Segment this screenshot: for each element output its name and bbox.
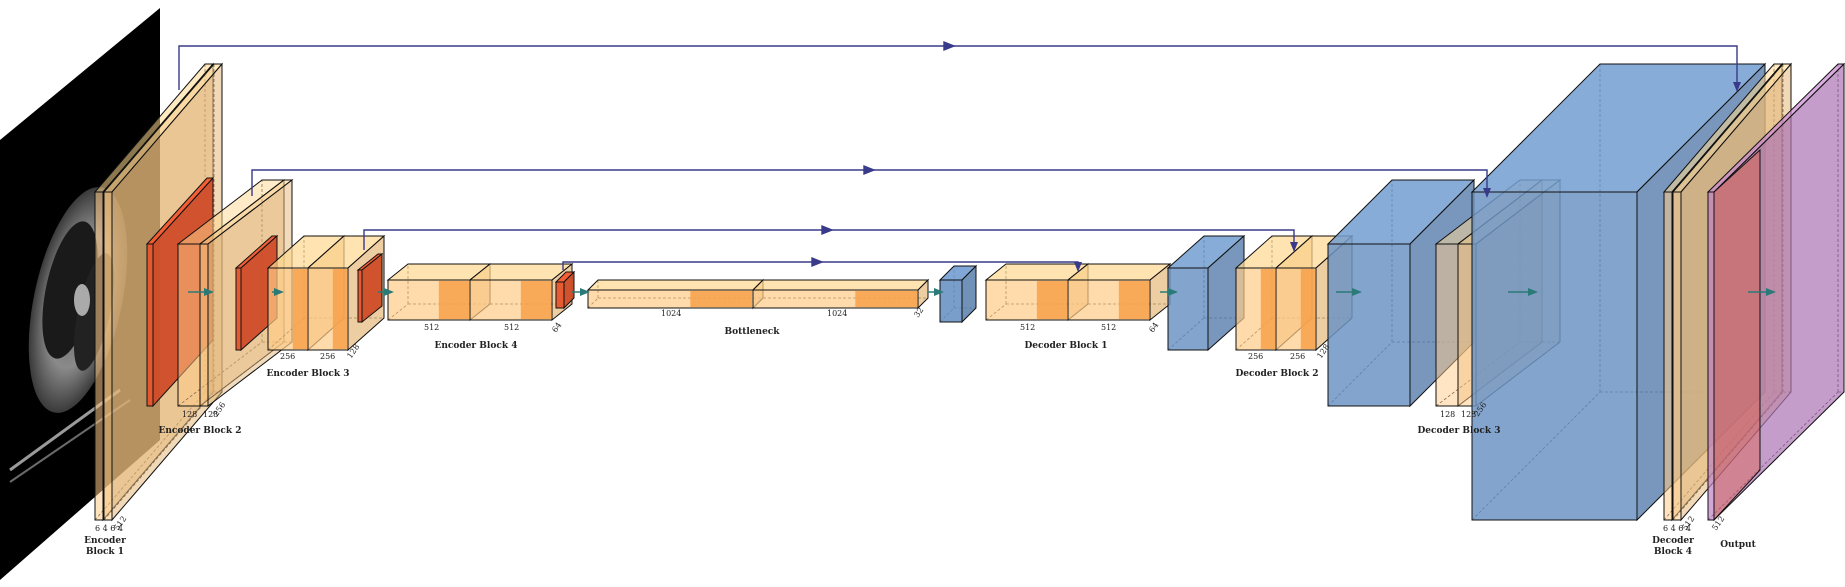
dec1-size: 64	[1147, 321, 1160, 335]
label-decoder-block-4-line1: Decoder	[1652, 536, 1694, 546]
skip-arrowhead-4	[812, 258, 822, 266]
skip-arrowhead-2	[864, 166, 874, 174]
skip-connection-1	[179, 46, 1737, 90]
bot-conv-a-activation-band	[690, 291, 752, 307]
label-output: Output	[1720, 540, 1756, 550]
enc1-conv-b-front	[104, 192, 112, 520]
label-bottleneck: Bottleneck	[724, 327, 780, 337]
enc3-conv-a-activation-band	[293, 269, 307, 349]
label-encoder-block-4: Encoder Block 4	[435, 341, 518, 351]
enc4-channel-a: 512	[424, 323, 439, 332]
dec2-channel-b: 256	[1290, 352, 1305, 361]
network-layers	[95, 64, 1844, 520]
enc3-channel-b: 256	[320, 352, 335, 361]
dec1-channel-b: 512	[1101, 323, 1116, 332]
up2-front	[1168, 268, 1208, 350]
dec1-conv-b-activation-band	[1119, 281, 1149, 319]
label-encoder-block-1-line1: Encoder	[84, 536, 126, 546]
skip-connection-3	[364, 230, 1294, 250]
output-overlay	[1714, 150, 1760, 520]
dec2-conv-b-activation-band	[1301, 269, 1315, 349]
enc4-conv-a-activation-band	[439, 281, 469, 319]
label-encoder-block-3: Encoder Block 3	[267, 369, 350, 379]
bottleneck-channel-a: 1024	[661, 309, 681, 318]
dec4-conv-b-front	[1673, 192, 1681, 520]
enc2-channel-a: 128	[182, 410, 197, 419]
dec2-channel-a: 256	[1248, 352, 1263, 361]
label-decoder-block-3: Decoder Block 3	[1417, 426, 1500, 436]
enc4-channel-b: 512	[504, 323, 519, 332]
dec4-conv-a-front	[1664, 192, 1672, 520]
dec1-conv-a-activation-band	[1037, 281, 1067, 319]
bot-conv-b-activation-band	[855, 291, 917, 307]
enc4-size: 64	[550, 321, 563, 335]
enc1-conv-a-front	[95, 192, 103, 520]
bot-conv-a-top	[588, 280, 763, 290]
enc4-pool-front	[358, 270, 362, 322]
enc2-conv-b-front	[200, 244, 208, 406]
skip-arrowhead-3	[822, 226, 832, 234]
enc4-conv-b-activation-band	[521, 281, 551, 319]
up1-front	[940, 280, 962, 322]
enc2-conv-a-front	[178, 244, 200, 406]
bot-conv-b-top	[753, 280, 928, 290]
bot-pool-front	[556, 282, 564, 308]
up3-front	[1328, 244, 1410, 406]
enc2-pool-front	[147, 244, 153, 406]
label-decoder-block-1: Decoder Block 1	[1024, 341, 1107, 351]
dec3-conv-a-front	[1436, 244, 1458, 406]
bottleneck-channel-b: 1024	[827, 309, 847, 318]
label-encoder-block-1-line2: Block 1	[86, 547, 124, 557]
enc3-pool-front	[236, 268, 241, 350]
dec2-conv-a-activation-band	[1261, 269, 1275, 349]
dec1-channel-a: 512	[1020, 323, 1035, 332]
dec3-channel-a: 128	[1440, 410, 1455, 419]
skip-arrowhead-1	[944, 42, 954, 50]
output-layer-front	[1708, 192, 1714, 520]
enc2-size: 256	[211, 400, 227, 418]
label-decoder-block-4-line2: Block 4	[1654, 547, 1692, 557]
up4-front	[1472, 192, 1637, 520]
enc3-channel-a: 256	[280, 352, 295, 361]
label-decoder-block-2: Decoder Block 2	[1235, 369, 1318, 379]
skip-connection-2	[252, 170, 1487, 196]
enc3-conv-b-activation-band	[333, 269, 347, 349]
label-encoder-block-2: Encoder Block 2	[159, 426, 242, 436]
